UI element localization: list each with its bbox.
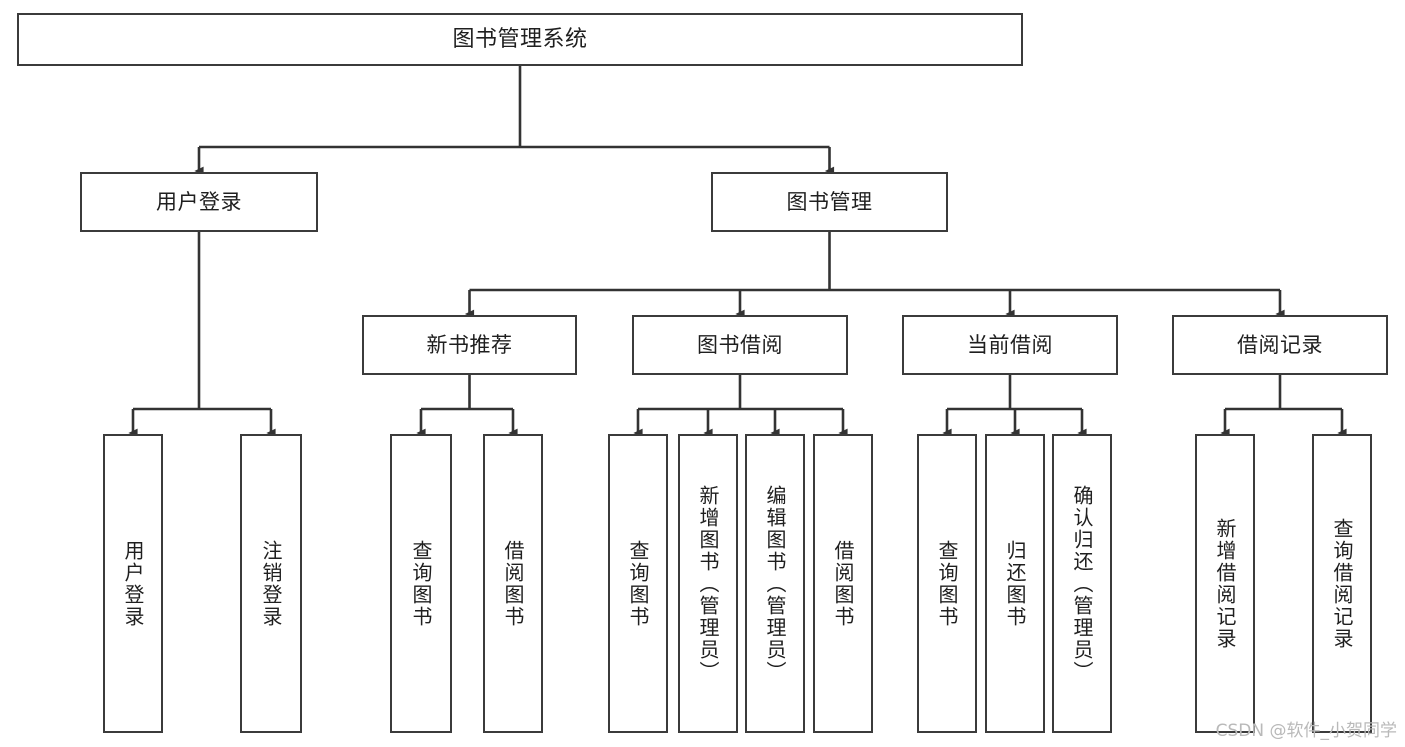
node-label: 查询借阅记录 (1330, 517, 1354, 650)
node-l7[interactable]: 编辑图书（管理员） (745, 434, 805, 733)
node-root[interactable]: 图书管理系统 (17, 13, 1023, 66)
node-login[interactable]: 用户登录 (80, 172, 318, 232)
node-l2[interactable]: 注销登录 (240, 434, 302, 733)
node-label: 借阅图书 (501, 539, 525, 628)
node-l9[interactable]: 查询图书 (917, 434, 977, 733)
node-label: 图书管理 (786, 189, 873, 214)
node-l13[interactable]: 查询借阅记录 (1312, 434, 1372, 733)
node-label: 用户登录 (156, 189, 242, 214)
edge-group (128, 66, 1347, 438)
node-label: 借阅记录 (1237, 332, 1323, 357)
node-l5[interactable]: 查询图书 (608, 434, 668, 733)
node-label: 查询图书 (626, 539, 650, 628)
node-label: 图书借阅 (697, 332, 783, 357)
node-l12[interactable]: 新增借阅记录 (1195, 434, 1255, 733)
node-label: 新增借阅记录 (1213, 517, 1237, 650)
watermark-text: CSDN @软件_小贺同学 (1215, 721, 1397, 741)
node-records[interactable]: 借阅记录 (1172, 315, 1388, 375)
node-borrow[interactable]: 图书借阅 (632, 315, 848, 375)
node-label: 当前借阅 (967, 332, 1053, 357)
node-label: 查询图书 (935, 539, 959, 628)
node-l10[interactable]: 归还图书 (985, 434, 1045, 733)
node-label: 编辑图书（管理员） (763, 484, 787, 683)
node-l8[interactable]: 借阅图书 (813, 434, 873, 733)
node-label: 注销登录 (259, 539, 283, 628)
node-newbook[interactable]: 新书推荐 (362, 315, 577, 375)
node-current[interactable]: 当前借阅 (902, 315, 1118, 375)
node-label: 图书管理系统 (452, 26, 588, 52)
node-label: 新增图书（管理员） (696, 484, 720, 683)
node-bookmgmt[interactable]: 图书管理 (711, 172, 948, 232)
node-label: 用户登录 (121, 539, 145, 628)
node-label: 借阅图书 (831, 539, 855, 628)
node-label: 新书推荐 (426, 332, 513, 357)
node-label: 查询图书 (409, 539, 433, 628)
node-l4[interactable]: 借阅图书 (483, 434, 543, 733)
node-l6[interactable]: 新增图书（管理员） (678, 434, 738, 733)
node-l11[interactable]: 确认归还（管理员） (1052, 434, 1112, 733)
node-l3[interactable]: 查询图书 (390, 434, 452, 733)
node-l1[interactable]: 用户登录 (103, 434, 163, 733)
node-label: 确认归还（管理员） (1070, 484, 1094, 683)
node-label: 归还图书 (1003, 539, 1027, 628)
